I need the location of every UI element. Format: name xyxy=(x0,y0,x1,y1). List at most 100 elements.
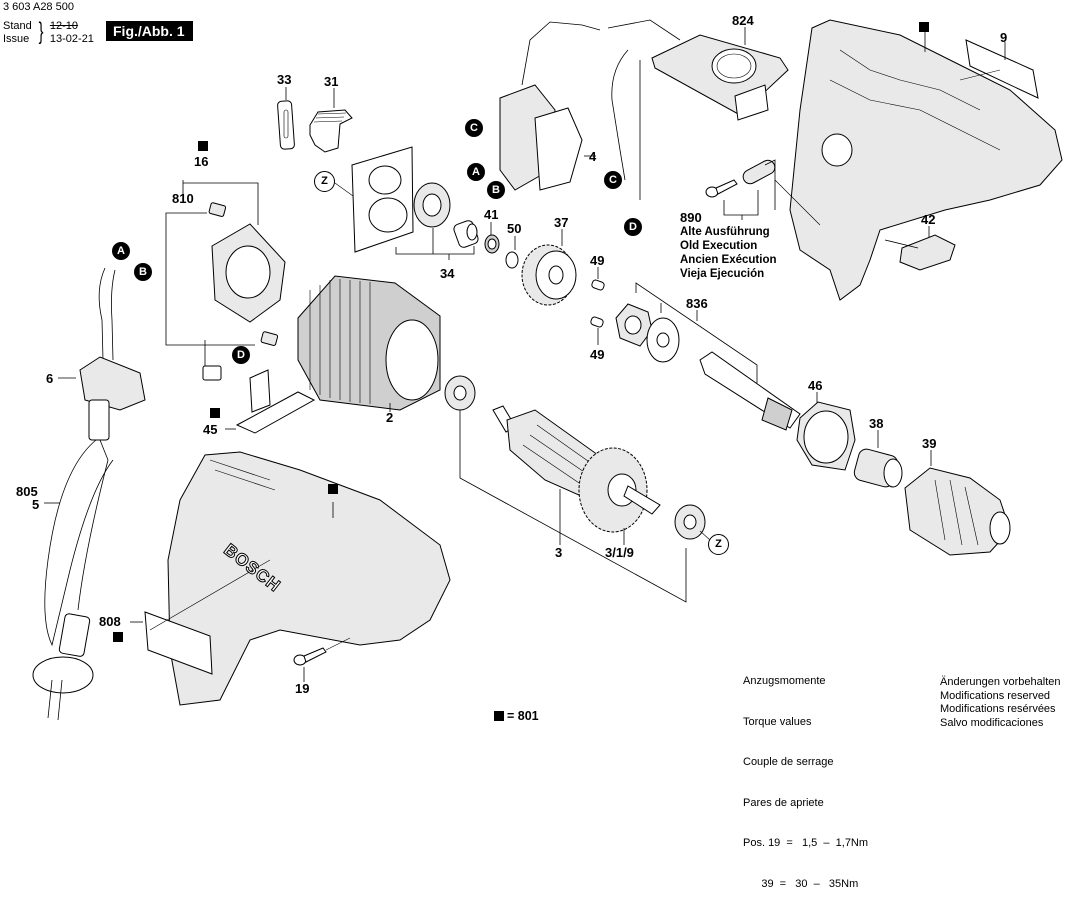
part-4-switch xyxy=(499,21,601,191)
connector-c-marker: C xyxy=(465,119,483,137)
label-part-808: 808 xyxy=(99,614,121,629)
label-part-836: 836 xyxy=(686,296,708,311)
label-part-3-1-9: 3/1/9 xyxy=(605,545,634,560)
connector-b-marker: B xyxy=(487,181,505,199)
part-gasket-plate xyxy=(334,146,414,253)
label-part-824: 824 xyxy=(732,13,754,28)
part-42-latch xyxy=(884,226,956,271)
part-bearing-front xyxy=(444,375,687,603)
legend-text: = 801 xyxy=(507,709,539,723)
label-part-46: 46 xyxy=(808,378,823,393)
label-part-805: 805 xyxy=(16,484,38,499)
modifications-note: Änderungen vorbehalten Modifications res… xyxy=(940,676,1060,730)
torque-title-es: Pares de apriete xyxy=(743,796,824,809)
part-50-circlip xyxy=(505,236,519,269)
spare-part-marker xyxy=(113,632,123,642)
torque-pos-19: Pos. 19 = 1,5 – 1,7Nm xyxy=(743,837,869,849)
part-37-gear xyxy=(521,229,577,306)
torque-title-de: Anzugsmomente xyxy=(743,675,826,687)
issue-label: Issue xyxy=(3,33,30,45)
document-number: 3 603 A28 500 xyxy=(3,1,74,13)
torque-title-fr: Couple de serrage xyxy=(743,756,834,768)
brace-symbol: } xyxy=(38,18,44,45)
stand-label: Stand xyxy=(3,20,32,32)
diagram-drawing xyxy=(32,19,1063,721)
label-part-9: 9 xyxy=(1000,30,1008,45)
part-housing-left xyxy=(130,451,451,706)
connector-z-marker: Z xyxy=(314,171,335,192)
old-execution-de: Alte Ausführung xyxy=(680,226,770,238)
label-part-49-upper: 49 xyxy=(590,253,605,268)
label-part-41: 41 xyxy=(484,207,499,222)
connector-c-marker: C xyxy=(604,171,622,189)
spare-part-legend: = 801 xyxy=(494,709,539,723)
part-3-armature xyxy=(492,405,711,545)
label-part-50: 50 xyxy=(507,221,522,236)
part-5-cord xyxy=(32,439,114,721)
label-part-37: 37 xyxy=(554,215,569,230)
spare-part-marker xyxy=(198,141,208,151)
label-part-3: 3 xyxy=(555,545,563,560)
label-part-38: 38 xyxy=(869,416,884,431)
revision-labels: Stand Issue xyxy=(3,20,32,46)
connector-d-marker: D xyxy=(232,346,250,364)
modifications-fr: Modifications resérvées xyxy=(940,703,1056,715)
label-part-6: 6 xyxy=(46,371,54,386)
old-date: 12-10 xyxy=(49,20,79,32)
part-34-bearing-set xyxy=(395,182,479,260)
part-33-slider xyxy=(277,87,295,150)
spare-part-marker xyxy=(328,484,338,494)
label-part-5: 5 xyxy=(32,497,40,512)
issue-date: 13-02-21 xyxy=(49,33,94,45)
old-execution-note: Alte Ausführung Old Execution Ancien Exé… xyxy=(680,225,777,281)
old-execution-en: Old Execution xyxy=(680,240,758,252)
label-part-42: 42 xyxy=(921,212,936,227)
part-45-bracket xyxy=(225,369,316,434)
part-41-ring xyxy=(484,222,500,254)
part-46-flange xyxy=(796,392,856,471)
revision-block: Stand Issue } 12-10 13-02-21 xyxy=(3,20,94,46)
connector-d-marker: D xyxy=(624,218,642,236)
part-housing-right xyxy=(789,19,1063,301)
label-part-810: 810 xyxy=(172,191,194,206)
old-execution-es: Vieja Ejecución xyxy=(680,268,765,280)
spare-part-marker-icon xyxy=(494,711,504,721)
label-part-2: 2 xyxy=(386,410,394,425)
part-890-clamp xyxy=(705,159,821,226)
label-part-19: 19 xyxy=(295,681,310,696)
modifications-en: Modifications reserved xyxy=(940,689,1051,702)
part-19-screw xyxy=(293,637,351,682)
label-part-31: 31 xyxy=(324,74,339,89)
torque-pos-39: 39 = 30 – 35Nm xyxy=(743,877,859,890)
connector-z-marker: Z xyxy=(708,534,729,555)
part-2-stator xyxy=(297,275,441,412)
part-49-pins xyxy=(590,267,605,345)
part-16-brush-holder xyxy=(165,180,286,381)
torque-title-en: Torque values xyxy=(743,715,812,728)
label-part-16: 16 xyxy=(194,154,209,169)
label-part-33: 33 xyxy=(277,72,292,87)
part-38-sleeve xyxy=(853,430,903,488)
spare-part-marker xyxy=(919,22,929,32)
part-31-cover xyxy=(309,88,353,153)
modifications-de: Änderungen vorbehalten xyxy=(940,676,1061,688)
figure-label: Fig./Abb. 1 xyxy=(106,21,193,41)
connector-a-marker: A xyxy=(112,242,130,260)
connector-a-marker: A xyxy=(467,163,485,181)
revision-dates: 12-10 13-02-21 xyxy=(50,20,94,46)
part-836-spindle xyxy=(615,282,801,431)
exploded-parts-diagram: 3 603 A28 500 Stand Issue } 12-10 13-02-… xyxy=(3,1,1063,890)
modifications-es: Salvo modificaciones xyxy=(940,716,1044,729)
label-part-45: 45 xyxy=(203,422,218,437)
label-part-4: 4 xyxy=(589,149,597,164)
part-824-switch-plate xyxy=(607,19,789,200)
old-execution-fr: Ancien Exécution xyxy=(680,254,777,266)
spare-part-marker xyxy=(210,408,220,418)
torque-values-note: Anzugsmomente Torque values Couple de se… xyxy=(743,648,868,918)
label-part-49-lower: 49 xyxy=(590,347,605,362)
connector-b-marker: B xyxy=(134,263,152,281)
label-part-34: 34 xyxy=(440,266,455,281)
label-part-890: 890 xyxy=(680,210,702,225)
part-6-cord-guard xyxy=(58,267,146,441)
part-39-chuck xyxy=(904,450,1011,556)
